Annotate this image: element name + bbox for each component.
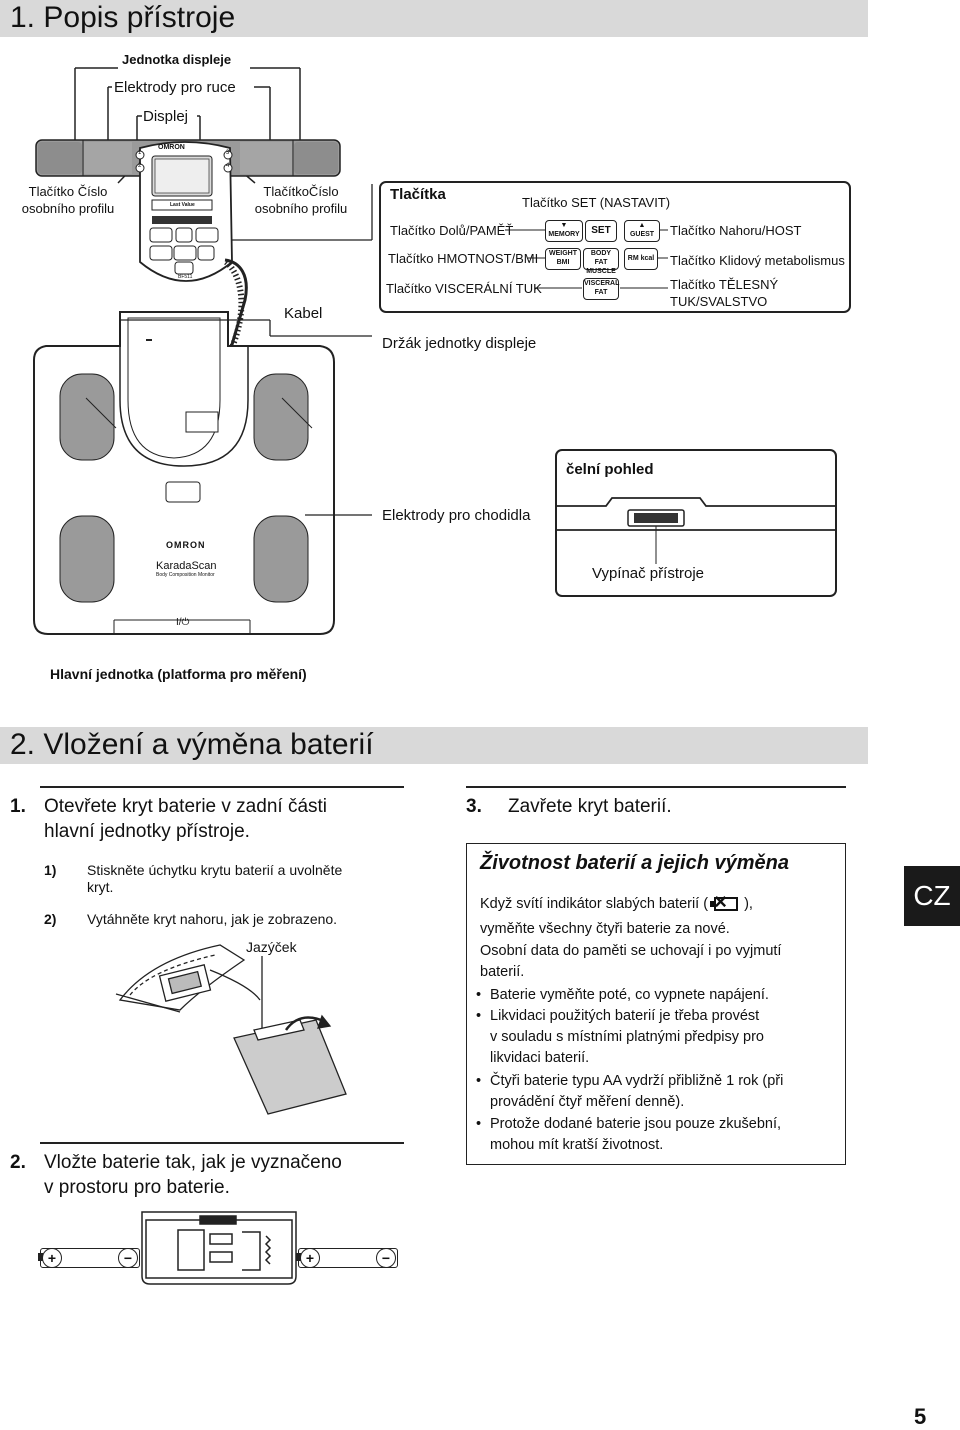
profile-number-1: 1: [138, 150, 142, 156]
weight-bmi-label: Tlačítko HMOTNOST/BMI: [388, 251, 539, 266]
step-1: 1.Otevřete kryt baterie v zadní části hl…: [10, 796, 328, 842]
page-number: 5: [914, 1404, 927, 1429]
low-battery-icon: ×: [710, 891, 742, 913]
battery-life-heading: Životnost baterií a jejich výměna: [480, 852, 789, 874]
language-tab: CZ: [904, 866, 960, 926]
battery-info-line-4: baterií.: [480, 964, 525, 980]
set-button: SET: [585, 220, 617, 242]
bullet-item: • Čtyři baterie typu AA vydrží přibližně…: [476, 1073, 784, 1110]
battery-plus-icon: +: [300, 1248, 320, 1268]
battery-plus-icon: +: [42, 1248, 62, 1268]
last-value-text: Last Value: [170, 202, 195, 208]
step-2: 2.Vložte baterie tak, jak je vyznačeno v…: [10, 1152, 342, 1198]
battery-info-line-3: Osobní data do paměti se uchovají i po v…: [480, 943, 782, 959]
product-subtitle: Body Composition Monitor: [156, 572, 215, 578]
front-view-label: čelní pohled: [566, 461, 654, 478]
holder-label: Držák jednotky displeje: [382, 335, 537, 352]
profile-number-2: 2: [138, 163, 142, 169]
bullet-item: • Likvidaci použitých baterií je třeba p…: [476, 1008, 764, 1066]
power-switch-label: Vypínač přístroje: [592, 565, 704, 582]
section-1-title: 1. Popis přístroje: [10, 1, 236, 34]
step-2-rule: [40, 1142, 404, 1144]
profile-number-4: 4: [226, 163, 230, 169]
section-1-bar: [0, 0, 868, 37]
battery-info-line-2: vyměňte všechny čtyři baterie za nové.: [480, 921, 730, 937]
display-label: Displej: [143, 108, 189, 125]
visceral-fat-label: Tlačítko VISCERÁLNÍ TUK: [386, 281, 542, 296]
battery-life-box: [466, 843, 846, 1165]
down-memory-label: Tlačítko Dolů/PAMĚŤ: [390, 223, 514, 238]
product-name: KaradaScan: [156, 560, 217, 572]
display-unit-label: Jednotka displeje: [122, 52, 232, 67]
step-1-rule: [40, 786, 404, 788]
battery-right: + −: [296, 1248, 400, 1268]
battery-left: + −: [38, 1248, 142, 1268]
guest-button: ▲GUEST: [624, 220, 660, 242]
battery-minus-icon: −: [118, 1248, 138, 1268]
hand-electrodes-label: Elektrody pro ruce: [114, 79, 236, 96]
profile-number-3: 3: [226, 150, 230, 156]
bullet-item: •Baterie vyměňte poté, co vypnete napáje…: [476, 987, 769, 1003]
foot-electrodes-label: Elektrody pro chodidla: [382, 507, 531, 524]
main-unit-label: Hlavní jednotka (platforma pro měření): [50, 666, 307, 682]
rm-kcal-button: RM kcal: [624, 248, 658, 270]
substep-1: 1)Stiskněte úchytku krytu baterií a uvol…: [44, 862, 343, 895]
memory-button: ▼MEMORY: [545, 220, 583, 242]
substep-2: 2)Vytáhněte kryt nahoru, jak je zobrazen…: [44, 911, 338, 927]
up-guest-label: Tlačítko Nahoru/HOST: [670, 223, 802, 238]
section-2-bar: [0, 727, 868, 764]
bullet-item: • Protože dodané baterie jsou pouze zkuš…: [476, 1116, 782, 1153]
battery-info-line-1: Když svítí indikátor slabých baterií ( ×…: [480, 889, 753, 914]
set-button-label: Tlačítko SET (NASTAVIT): [522, 195, 671, 210]
tab-label: Jazýček: [246, 939, 297, 955]
brand-logo-small: OMRON: [158, 144, 185, 151]
model-text: BF511: [178, 274, 193, 280]
section-2-title: 2. Vložení a výměna baterií: [10, 728, 374, 761]
resting-metabolism-label: Tlačítko Klidový metabolismus: [670, 253, 845, 268]
cable-label: Kabel: [284, 305, 323, 322]
step-3-rule: [466, 786, 846, 788]
brand-logo: OMRON: [166, 540, 206, 550]
battery-minus-icon: −: [376, 1248, 396, 1268]
step-3: 3.Zavřete kryt baterií.: [466, 796, 672, 817]
device-diagram: [33, 67, 851, 635]
buttons-heading: Tlačítka: [390, 186, 446, 203]
power-symbol: I/⏻: [176, 617, 190, 628]
